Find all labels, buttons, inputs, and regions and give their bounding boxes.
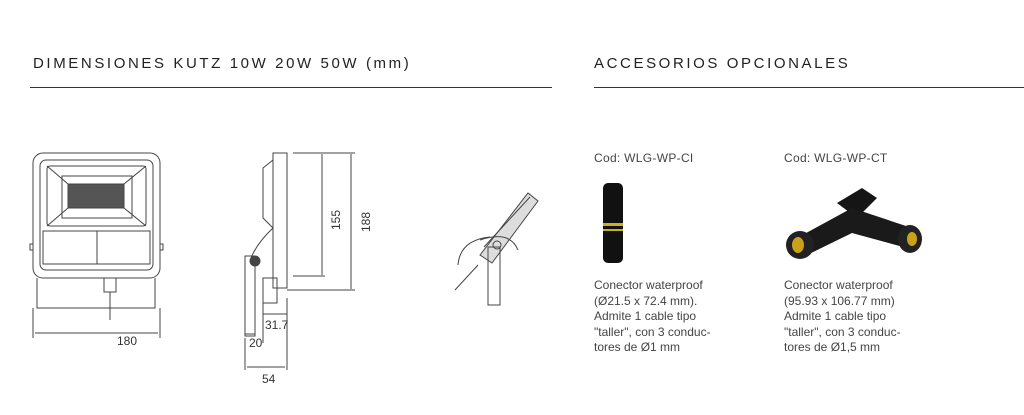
dimension-bracket-depth: 31.7 (265, 318, 289, 332)
side-view-drawing (244, 152, 355, 370)
front-view-drawing (29, 152, 164, 338)
dimension-body-height: 155 (329, 209, 343, 230)
connector-inline-image (603, 183, 623, 263)
description-line: Admite 1 cable tipo (784, 309, 887, 324)
tilt-view-drawing (454, 192, 539, 306)
description-line: (Ø21.5 x 72.4 mm). (594, 293, 698, 308)
description-line: (95.93 x 106.77 mm) (784, 293, 895, 308)
connector-t-image (786, 188, 922, 259)
accessories-title: ACCESORIOS OPCIONALES (594, 55, 851, 72)
description-line: Admite 1 cable tipo (594, 309, 697, 324)
description-line: "taller", con 3 conduc- (784, 324, 901, 339)
dimension-total-height: 188 (359, 211, 373, 232)
description-line: tores de Ø1,5 mm (784, 340, 881, 355)
description-line: Conector waterproof (784, 278, 893, 292)
accessory-description: Conector waterproof (95.93 x 106.77 mm) … (784, 278, 901, 356)
accessory-code: Cod: WLG-WP-CT (784, 151, 888, 165)
description-line: tores de Ø1 mm (594, 340, 681, 355)
accessory-description: Conector waterproof (Ø21.5 x 72.4 mm). A… (594, 278, 711, 356)
description-line: "taller", con 3 conduc- (594, 324, 711, 339)
description-line: Conector waterproof (594, 278, 703, 292)
dimension-base-depth: 20 (249, 336, 263, 350)
title-divider (594, 87, 1024, 88)
title-divider (30, 87, 552, 88)
dimension-total-depth: 54 (262, 372, 276, 386)
dimension-width: 180 (117, 334, 138, 348)
dimensions-title: DIMENSIONES KUTZ 10W 20W 50W (mm) (33, 55, 412, 72)
accessory-code: Cod: WLG-WP-CI (594, 151, 694, 165)
